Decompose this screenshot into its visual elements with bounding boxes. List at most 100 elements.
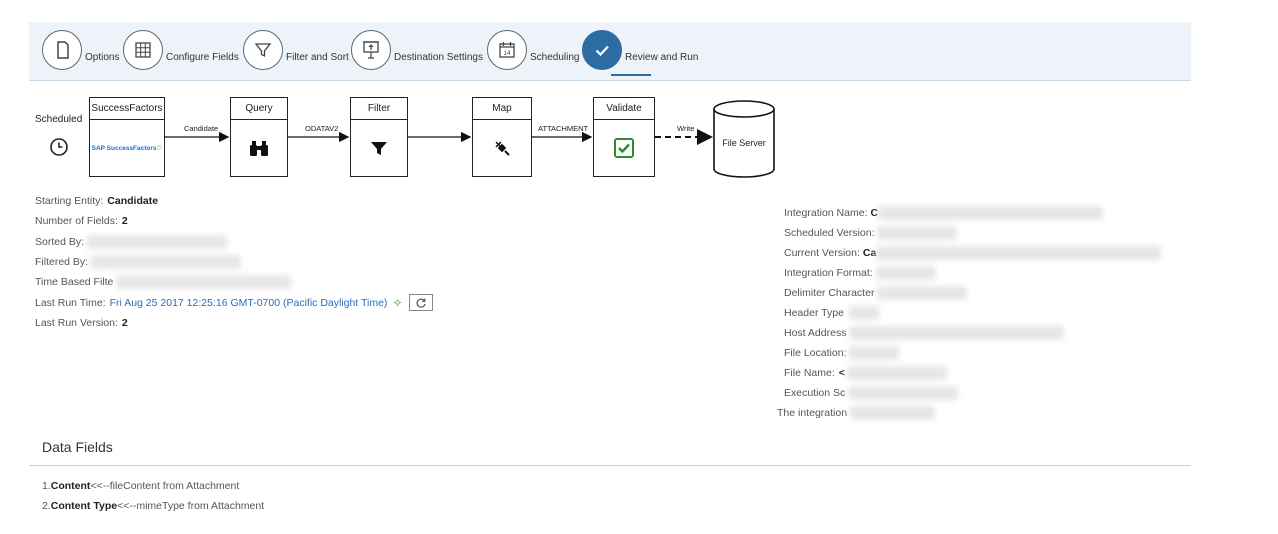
number-of-fields-row: Number of Fields: 2	[35, 211, 515, 231]
number-of-fields-label: Number of Fields:	[35, 215, 118, 228]
successfactors-logo: SAP SuccessFactors♡	[91, 145, 163, 152]
step-filter-and-sort[interactable]: Filter and Sort	[243, 27, 349, 73]
node-successfactors[interactable]: SuccessFactors SAP SuccessFactors♡	[89, 97, 165, 177]
edge-label: Write	[677, 124, 695, 133]
last-run-version-value: 2	[121, 316, 128, 329]
plug-icon	[495, 141, 510, 156]
flow-connectors	[165, 129, 713, 145]
integration-name-row: Integration Name: C	[777, 203, 1197, 223]
row-label: Current Version:	[784, 247, 860, 259]
step-scheduling[interactable]: 14 Scheduling	[487, 27, 579, 73]
field-name: Content	[50, 480, 91, 492]
node-validate[interactable]: Validate	[593, 97, 655, 177]
step-review-and-run[interactable]: Review and Run	[582, 27, 698, 73]
sorted-by-row: Sorted By:	[35, 232, 515, 252]
integration-summary-left: Starting Entity: Candidate Number of Fie…	[35, 191, 515, 333]
refresh-button[interactable]	[408, 294, 433, 312]
last-run-version-label: Last Run Version:	[35, 316, 118, 329]
divider	[29, 465, 1191, 466]
integration-status-row: The integration	[777, 403, 1197, 423]
step-label: Destination Settings	[394, 51, 483, 63]
destination-label: File Server	[722, 138, 766, 148]
list-item: 1.Content<<--fileContent from Attachment	[42, 479, 264, 499]
redacted-value	[849, 346, 900, 360]
node-map[interactable]: Map	[472, 97, 532, 177]
time-based-filter-row: Time Based Filte	[35, 272, 515, 292]
number-of-fields-value: 2	[121, 215, 128, 228]
edge-label: ATTACHMENT	[538, 124, 589, 133]
clock-icon	[50, 138, 68, 156]
redacted-value	[91, 255, 242, 270]
step-label: Filter and Sort	[286, 51, 349, 63]
integration-summary-right: Integration Name: C Scheduled Version: C…	[777, 203, 1197, 423]
binoculars-icon	[250, 141, 268, 156]
file-name-row: File Name: <	[777, 363, 1197, 383]
funnel-icon	[371, 142, 387, 155]
presentation-icon	[351, 30, 391, 70]
field-name: Content Type	[50, 500, 118, 512]
document-icon	[42, 30, 82, 70]
step-label: Review and Run	[625, 51, 699, 63]
filtered-by-label: Filtered By:	[35, 256, 89, 269]
redacted-value	[877, 226, 958, 240]
step-label: Configure Fields	[166, 51, 239, 63]
scheduled-version-row: Scheduled Version:	[777, 223, 1197, 243]
field-mapping: <<--mimeType from Attachment	[117, 500, 265, 512]
redacted-value	[846, 366, 947, 380]
calendar-icon: 14	[487, 30, 527, 70]
last-run-time-label: Last Run Time:	[35, 296, 106, 309]
redacted-value	[878, 206, 1104, 220]
field-index: 1.	[42, 480, 51, 492]
running-person-icon: ✧	[392, 295, 403, 310]
step-label: Options	[85, 51, 120, 63]
header-type-row: Header Type	[777, 303, 1197, 323]
starting-entity-value: Candidate	[107, 195, 159, 208]
checkbox-icon	[614, 138, 634, 158]
node-title: SuccessFactors	[90, 98, 164, 120]
file-location-row: File Location:	[777, 343, 1197, 363]
delimiter-character-row: Delimiter Character	[777, 283, 1197, 303]
row-label: Scheduled Version:	[784, 227, 875, 239]
starting-entity-label: Starting Entity:	[35, 195, 104, 208]
row-value: <	[838, 367, 845, 379]
redacted-value	[849, 326, 1065, 340]
data-fields-list: 1.Content<<--fileContent from Attachment…	[42, 479, 264, 519]
node-title: Validate	[594, 98, 654, 120]
step-destination-settings[interactable]: Destination Settings	[351, 27, 483, 73]
edge-label: ODATAV2	[305, 124, 339, 133]
node-title: Filter	[351, 98, 407, 120]
redacted-value	[116, 275, 292, 290]
calendar-day: 14	[503, 50, 511, 57]
data-fields-title: Data Fields	[42, 439, 113, 455]
row-label: Integration Format:	[784, 267, 873, 279]
last-run-time-link[interactable]: Fri Aug 25 2017 12:25:16 GMT-0700 (Pacif…	[109, 296, 388, 309]
time-based-filter-label: Time Based Filte	[35, 276, 114, 289]
filtered-by-row: Filtered By:	[35, 252, 515, 272]
row-label: Header Type	[784, 307, 844, 319]
file-server-icon	[713, 100, 775, 178]
host-address-row: Host Address	[777, 323, 1197, 343]
row-value: C	[870, 207, 879, 219]
step-options[interactable]: Options	[42, 27, 119, 73]
row-label: File Name:	[784, 367, 835, 379]
redacted-value	[875, 266, 936, 280]
redacted-value	[876, 246, 1162, 260]
node-query[interactable]: Query	[230, 97, 288, 177]
row-label: Delimiter Character	[784, 287, 875, 299]
last-run-time-row: Last Run Time: Fri Aug 25 2017 12:25:16 …	[35, 292, 515, 312]
step-label: Scheduling	[530, 51, 580, 63]
starting-entity-row: Starting Entity: Candidate	[35, 191, 515, 211]
row-label: Execution Sc	[784, 387, 846, 399]
row-label: Integration Name:	[784, 207, 868, 219]
last-run-version-row: Last Run Version: 2	[35, 313, 515, 333]
node-title: Query	[231, 98, 287, 120]
checkmark-icon	[582, 30, 622, 70]
step-configure-fields[interactable]: Configure Fields	[123, 27, 239, 73]
integration-format-row: Integration Format:	[777, 263, 1197, 283]
redacted-value	[848, 386, 959, 400]
redacted-value	[850, 406, 936, 420]
row-label: The integration	[777, 407, 848, 419]
row-value: Ca	[862, 247, 877, 259]
redacted-value	[877, 286, 968, 300]
node-filter[interactable]: Filter	[350, 97, 408, 177]
